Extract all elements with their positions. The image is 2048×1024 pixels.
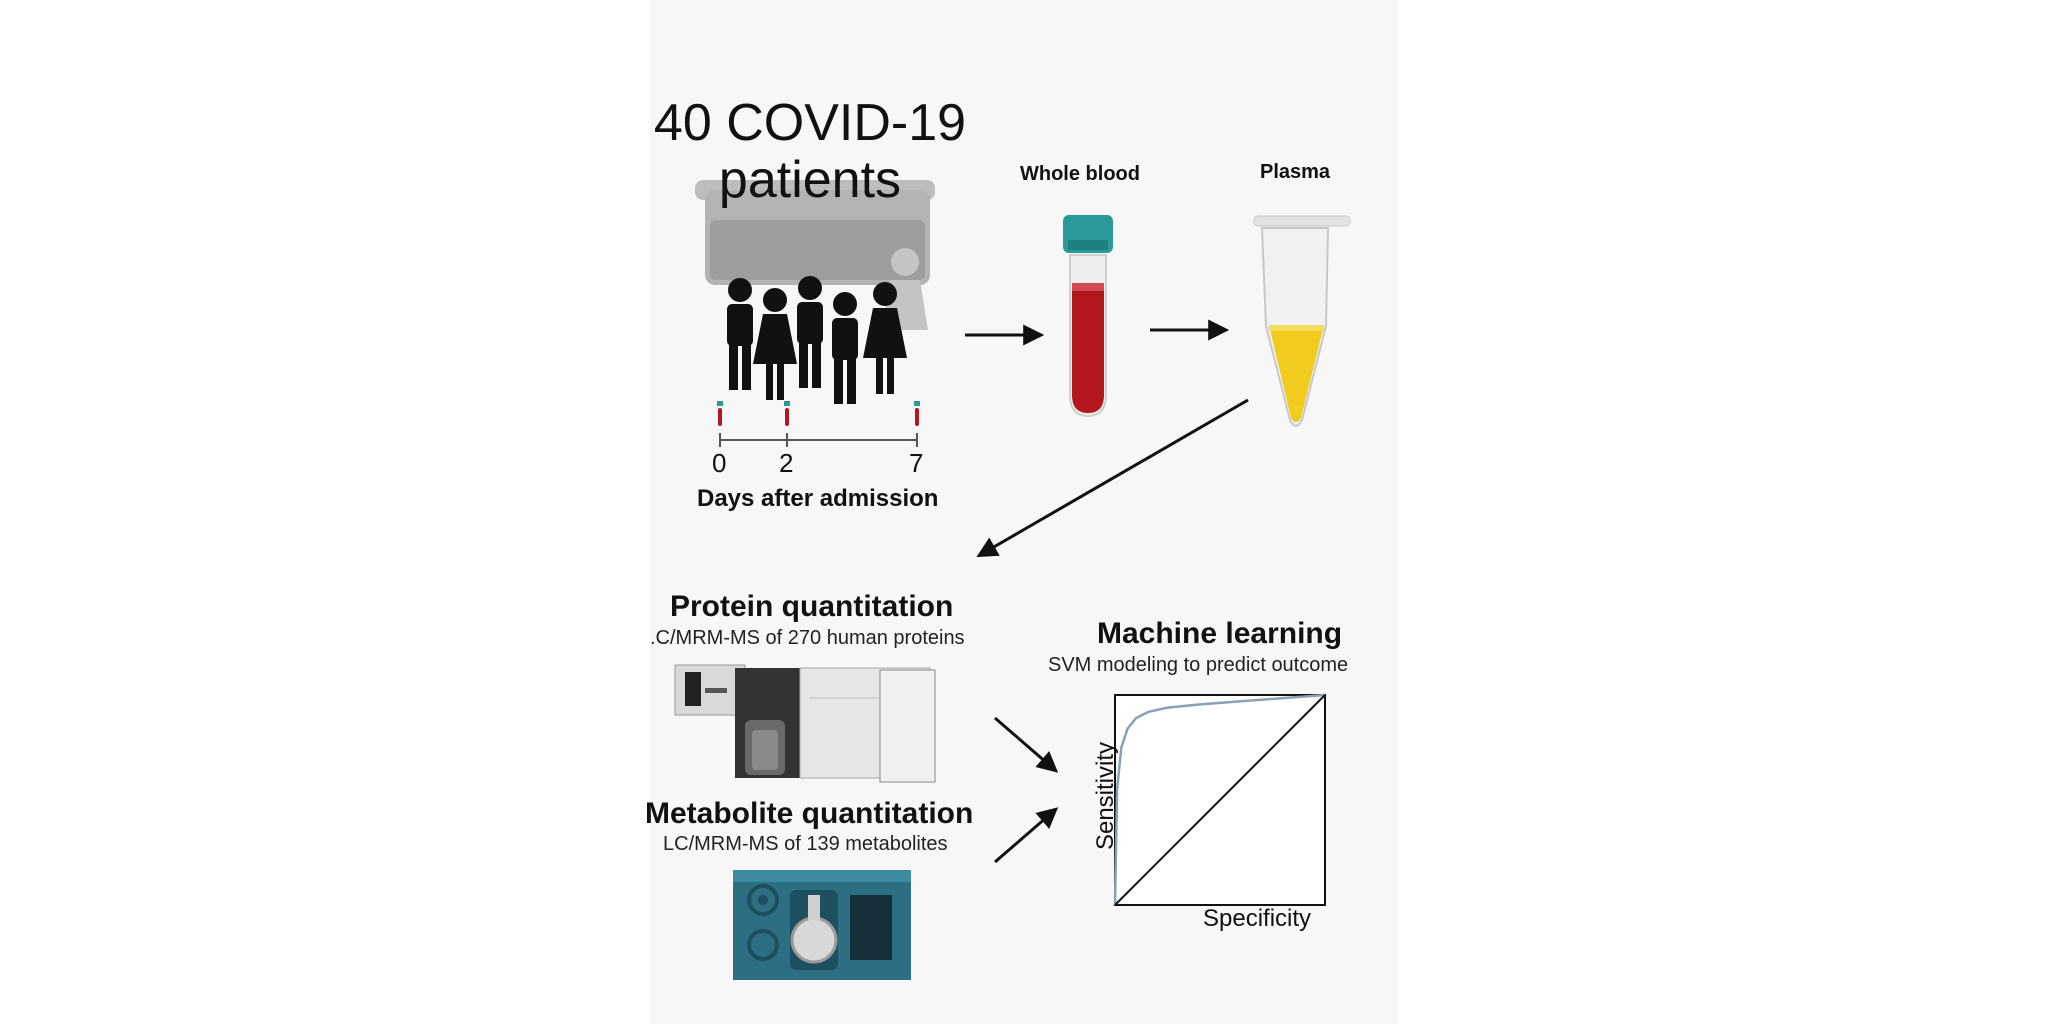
arrow-metabolite-to-ml <box>994 807 1059 864</box>
arrow-to-analysis <box>976 398 1249 558</box>
timeline-day-7: 7 <box>909 448 924 478</box>
ml-subtitle: SVM modeling to predict outcome <box>1048 654 1349 676</box>
protein-subtitle: .C/MRM-MS of 270 human proteins <box>650 627 965 649</box>
roc-ylabel: Sensitivity <box>1092 741 1120 851</box>
ml-title: Machine learning <box>1097 617 1343 650</box>
metabolite-instrument-icon <box>733 870 911 980</box>
mini-tube-icon <box>717 401 920 426</box>
whole-blood-label: Whole blood <box>1020 163 1140 185</box>
roc-curve-line <box>1113 693 1326 906</box>
cohort-title-line2: patients <box>718 151 902 209</box>
timeline-day-0: 0 <box>712 448 727 478</box>
roc-xlabel: Specificity <box>1203 905 1312 932</box>
patient-figures-icon <box>727 276 907 404</box>
arrow-protein-to-ml <box>994 716 1059 773</box>
timeline-label: Days after admission <box>697 485 939 512</box>
roc-diagonal-line <box>1114 694 1326 906</box>
metabolite-subtitle: LC/MRM-MS of 139 metabolites <box>663 833 948 855</box>
protein-instrument-icon <box>674 664 936 783</box>
cohort-title-line1: 40 COVID-19 <box>653 94 967 152</box>
blood-tube-icon <box>1063 215 1113 418</box>
plasma-label: Plasma <box>1260 161 1331 183</box>
metabolite-title: Metabolite quantitation <box>645 797 974 830</box>
plasma-tube-icon <box>1253 215 1351 427</box>
protein-title: Protein quantitation <box>670 590 954 623</box>
roc-plot <box>1113 693 1326 906</box>
timeline-axis <box>719 433 918 447</box>
timeline-day-2: 2 <box>779 448 794 478</box>
